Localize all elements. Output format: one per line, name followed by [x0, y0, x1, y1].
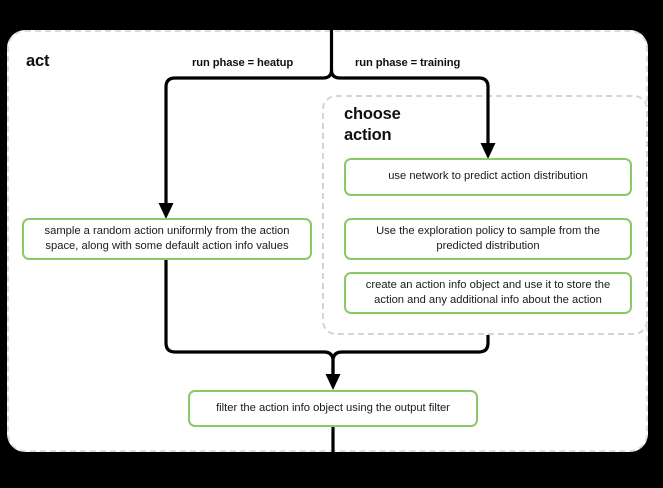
choose-action-group-label: choose action — [344, 104, 464, 146]
node-filter-output[interactable]: filter the action info object using the … — [188, 390, 478, 427]
edge-label-training: run phase = training — [355, 57, 461, 69]
node-create-action-info[interactable]: create an action info object and use it … — [344, 272, 632, 314]
act-group-label: act — [26, 52, 50, 70]
choose-action-label-line1: choose — [344, 105, 401, 123]
node-exploration-policy[interactable]: Use the exploration policy to sample fro… — [344, 218, 632, 260]
edge-label-heatup: run phase = heatup — [192, 57, 294, 69]
node-sample-random-action[interactable]: sample a random action uniformly from th… — [22, 218, 312, 260]
choose-action-label-line2: action — [344, 126, 392, 145]
node-use-network-predict[interactable]: use network to predict action distributi… — [344, 158, 632, 196]
